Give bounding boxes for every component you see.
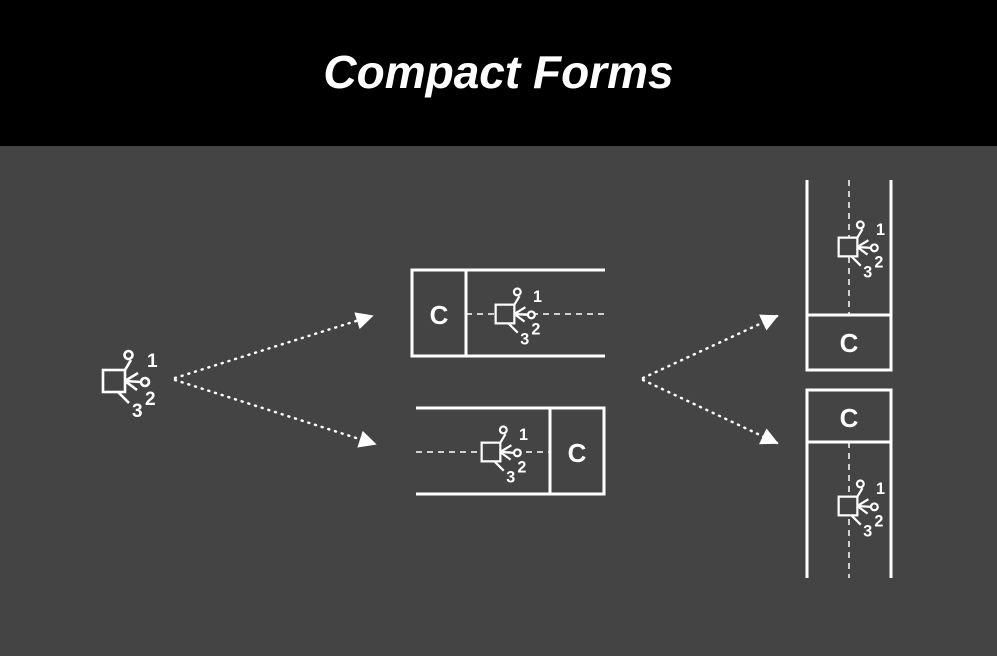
port-label: 1 (533, 288, 542, 306)
component-glyph: 1 23 (837, 479, 885, 541)
port-label: 2 (145, 389, 156, 410)
port-label: 3 (863, 264, 872, 282)
component-glyph: 1 23 (480, 425, 528, 487)
arrow-to-top-vertical (641, 314, 779, 380)
port-label: 1 (876, 480, 885, 498)
port-label: 3 (863, 523, 872, 541)
component-box-icon (101, 368, 127, 394)
port-label: 2 (517, 458, 526, 476)
port-label: 3 (520, 331, 529, 349)
port-label: 3 (132, 401, 143, 422)
component-box-icon (494, 303, 516, 325)
container-label: C (430, 300, 449, 330)
port-label: 3 (506, 469, 515, 487)
container-label: C (840, 328, 859, 358)
arrow-to-bottom-vertical (641, 378, 779, 445)
arrow-to-top-horizontal (173, 312, 374, 380)
component-glyph: 1 23 (101, 349, 158, 422)
component-glyph: 1 23 (494, 287, 542, 349)
port-label: 1 (876, 221, 885, 239)
container-label: C (568, 438, 587, 468)
component-glyph: 1 23 (837, 220, 885, 282)
slide-title: Compact Forms (323, 46, 674, 98)
container-label: C (840, 403, 859, 433)
component-box-icon (837, 236, 859, 258)
port-label: 1 (519, 426, 528, 444)
component-box-icon (480, 441, 502, 463)
component-box-icon (837, 495, 859, 517)
port-label: 1 (147, 351, 158, 372)
arrow-to-bottom-horizontal (173, 378, 377, 448)
port-label: 2 (874, 253, 883, 271)
port-label: 2 (531, 320, 540, 338)
title-bar: Compact Forms (0, 0, 997, 146)
port-label: 2 (874, 512, 883, 530)
